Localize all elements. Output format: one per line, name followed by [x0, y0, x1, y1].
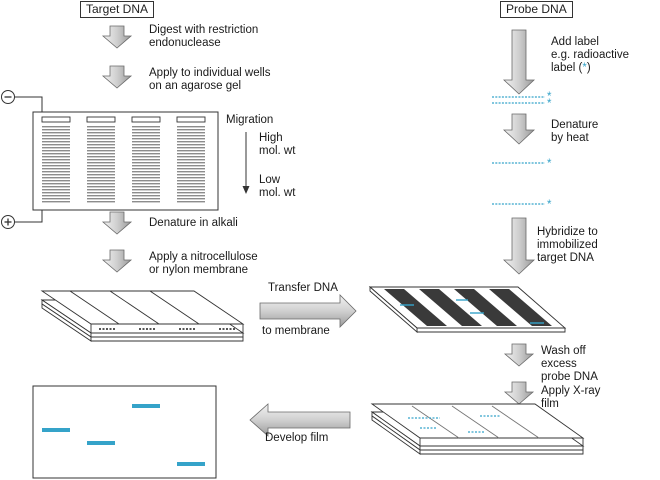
membrane-lane-line — [109, 290, 160, 325]
target-dna-header: Target DNA — [80, 1, 155, 18]
transfer-dna-label: Transfer DNA — [268, 282, 338, 294]
arrow-add-label — [502, 29, 536, 95]
step-add-label-label: Add label e.g. radioactive label (*) — [551, 36, 629, 74]
hybridized-lane — [454, 289, 517, 326]
arrow-apply-wells — [101, 65, 133, 89]
step-denature-alkali-label: Denature in alkali — [149, 217, 238, 229]
probe-star-1: * — [547, 91, 552, 103]
membrane-lane-line — [69, 290, 120, 325]
arrow-xray — [503, 381, 535, 405]
hybridized-lane — [419, 289, 482, 326]
step-digest-label: Digest with restriction endonuclease — [149, 24, 259, 49]
film-lane-line — [451, 405, 500, 439]
hybridized-membrane — [368, 286, 567, 333]
film-lane-line — [491, 405, 540, 439]
arrow-denature-heat — [502, 113, 536, 145]
step-xray-label: Apply X-ray film — [541, 385, 601, 410]
step-hybridize-label: Hybridize to immobilized target DNA — [537, 226, 598, 264]
double-strand-probe — [492, 96, 545, 104]
high-mol-wt-label: High mol. wt — [259, 132, 296, 157]
negative-electrode-icon — [1, 90, 15, 104]
probe-star-3: * — [547, 158, 552, 170]
gel-well — [131, 116, 161, 123]
transfer-arrow — [259, 294, 357, 328]
probe-star-2: * — [547, 98, 552, 110]
developed-film — [32, 385, 217, 479]
autorad-band — [87, 441, 115, 445]
membrane-lane-line — [149, 290, 200, 325]
autorad-band — [177, 462, 205, 466]
develop-film-label: Develop film — [265, 432, 329, 444]
step-apply-wells-label: Apply to individual wells on an agarose … — [149, 67, 271, 92]
arrow-denature-alkali — [101, 211, 133, 235]
migration-label: Migration — [226, 114, 274, 126]
xray-film-stack — [370, 403, 585, 455]
radioactive-star-icon: * — [582, 62, 587, 74]
step-denature-heat-label: Denature by heat — [551, 119, 599, 144]
step-apply-membrane-label: Apply a nitrocellulose or nylon membrane — [149, 251, 258, 276]
hybridized-lane — [489, 289, 552, 326]
positive-electrode-icon — [1, 215, 15, 229]
gel-lane — [132, 126, 160, 204]
develop-arrow — [249, 403, 351, 437]
probe-star-4: * — [547, 199, 552, 211]
arrow-apply-membrane — [101, 249, 133, 273]
single-strand-probe — [492, 162, 545, 205]
gel-well — [41, 116, 71, 123]
film-lane-line — [411, 405, 460, 439]
gel-lane — [177, 126, 205, 204]
gel-well — [86, 116, 116, 123]
agarose-gel — [32, 111, 219, 211]
gel-lane — [87, 126, 115, 204]
arrow-wash — [503, 343, 535, 367]
low-mol-wt-label: Low mol. wt — [259, 174, 296, 199]
membrane-stack-left — [40, 290, 245, 342]
gel-lane — [42, 126, 70, 204]
probe-dna-header: Probe DNA — [500, 1, 573, 18]
autorad-band — [42, 428, 70, 432]
step-wash-label: Wash off excess probe DNA — [541, 345, 598, 383]
to-membrane-label: to membrane — [262, 325, 330, 337]
gel-well — [176, 116, 206, 123]
migration-arrow — [242, 132, 250, 194]
electrode-wires — [14, 96, 43, 223]
autorad-band — [132, 404, 160, 408]
hybridized-lane — [384, 289, 447, 326]
arrow-digest — [101, 25, 133, 49]
arrow-hybridize — [502, 217, 536, 275]
